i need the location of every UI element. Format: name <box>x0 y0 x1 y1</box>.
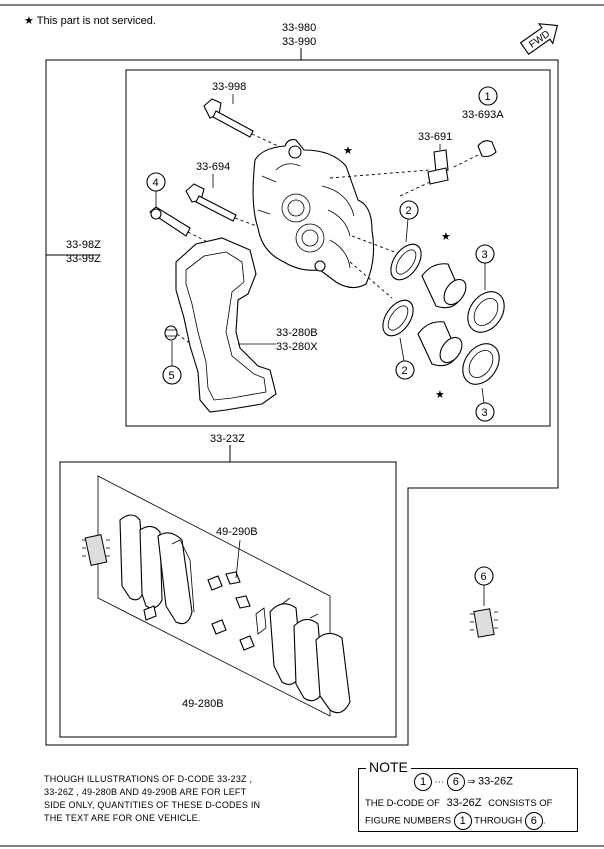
note-text-code: 33-26Z <box>446 797 482 809</box>
callout-3-lower: 3 <box>475 387 495 422</box>
label-33-99z: 33-99Z <box>66 253 101 265</box>
note-text-end: . <box>542 815 546 827</box>
label-33-23z: 33-23Z <box>210 433 245 445</box>
callout-2-upper: 2 <box>399 200 419 243</box>
note-dots: ··· <box>434 776 445 788</box>
callout-6: 6 <box>474 566 494 606</box>
svg-text:6: 6 <box>481 571 487 583</box>
assembly-outline <box>45 59 559 746</box>
shim-left <box>82 534 110 566</box>
note-line-b: FIGURE NUMBERS 1 THROUGH 6. <box>365 812 545 830</box>
callout-2-lower: 2 <box>395 337 415 380</box>
brake-pad-inner <box>119 514 195 625</box>
note-text-b: CONSISTS OF <box>488 798 553 809</box>
mounting-bracket-280b <box>175 237 277 413</box>
note-figure-6: 6 <box>524 812 543 830</box>
guide-bolt-998 <box>203 94 279 147</box>
note-figure-1: 1 <box>453 812 472 830</box>
note-text-a: THE D-CODE OF <box>365 798 440 809</box>
svg-text:2: 2 <box>406 205 412 217</box>
note-code: 33-26Z <box>478 775 513 788</box>
header-note: ★ This part is not serviced. <box>24 14 156 27</box>
caliper-box <box>125 69 551 427</box>
callout-3-upper: 3 <box>475 244 495 290</box>
label-33-280x: 33-280X <box>276 341 318 353</box>
label-33-998: 33-998 <box>212 81 246 93</box>
piston-boot-3-lower <box>462 343 500 385</box>
label-33-980: 33-980 <box>282 22 316 34</box>
note-range-start: 1 <box>414 773 432 791</box>
footnote-line-4: THE TEXT ARE FOR ONE VEHICLE. <box>44 813 201 823</box>
note-range: 1 ··· 6 ⇒ 33-26Z <box>414 773 513 791</box>
star-piston-upper: ★ <box>441 231 451 243</box>
label-33-98z: 33-98Z <box>66 239 101 251</box>
callout-4: 4 <box>146 172 166 208</box>
piston-seal-2-upper <box>390 243 422 281</box>
piston-seal-2-lower <box>382 299 414 337</box>
star-caliper: ★ <box>343 145 353 157</box>
footnote: THOUGH ILLUSTRATIONS OF D-CODE 33-23Z , … <box>44 773 334 825</box>
fwd-arrow-icon: FWD <box>519 23 559 55</box>
piston-lower <box>417 321 463 367</box>
callout-5: 5 <box>162 341 182 385</box>
note-arrow: ⇒ <box>467 776 476 788</box>
svg-text:5: 5 <box>169 370 175 382</box>
footnote-line-1: THOUGH ILLUSTRATIONS OF D-CODE 33-23Z , <box>44 774 253 784</box>
star-piston-lower: ★ <box>435 389 445 401</box>
svg-text:4: 4 <box>153 177 159 189</box>
pad-clips <box>143 539 267 651</box>
label-33-693a: 33-693A <box>462 109 504 121</box>
label-49-280b: 49-280B <box>182 698 224 710</box>
label-33-694: 33-694 <box>196 161 230 173</box>
bleeder-cap-693a <box>451 140 497 169</box>
footnote-line-2: 33-26Z , 49-280B AND 49-290B ARE FOR LEF… <box>44 787 247 797</box>
footnote-line-3: SIDE ONLY, QUANTITIES OF THESE D-CODES I… <box>44 800 261 810</box>
label-49-290b: 49-290B <box>216 526 258 538</box>
shim-detached-6 <box>470 608 498 638</box>
label-33-990: 33-990 <box>282 36 316 48</box>
svg-text:3: 3 <box>482 407 488 419</box>
brake-pad-outer <box>269 597 351 714</box>
guide-pin-boot-4 <box>149 206 243 261</box>
svg-text:1: 1 <box>485 91 491 103</box>
note-text-d: THROUGH <box>474 815 523 827</box>
caliper-body <box>252 139 431 299</box>
note-title: NOTE <box>366 759 411 775</box>
note-text-c: FIGURE NUMBERS <box>365 815 452 827</box>
piston-boot-3-upper <box>467 291 505 333</box>
note-line-a: THE D-CODE OF 33-26Z CONSISTS OF <box>365 797 553 809</box>
svg-text:3: 3 <box>482 249 488 261</box>
note-box <box>358 768 578 832</box>
label-33-280b: 33-280B <box>276 327 318 339</box>
header-note-text: This part is not serviced. <box>36 15 156 27</box>
guide-bolt-694 <box>185 174 263 229</box>
callout-1: 1 <box>478 86 498 106</box>
note-range-end: 6 <box>446 773 465 791</box>
label-33-691: 33-691 <box>418 131 452 143</box>
star-icon: ★ <box>24 15 34 27</box>
svg-text:2: 2 <box>402 365 408 377</box>
bleeder-screw-691 <box>399 144 449 197</box>
pad-set-box <box>59 461 397 738</box>
piston-upper <box>421 263 467 309</box>
